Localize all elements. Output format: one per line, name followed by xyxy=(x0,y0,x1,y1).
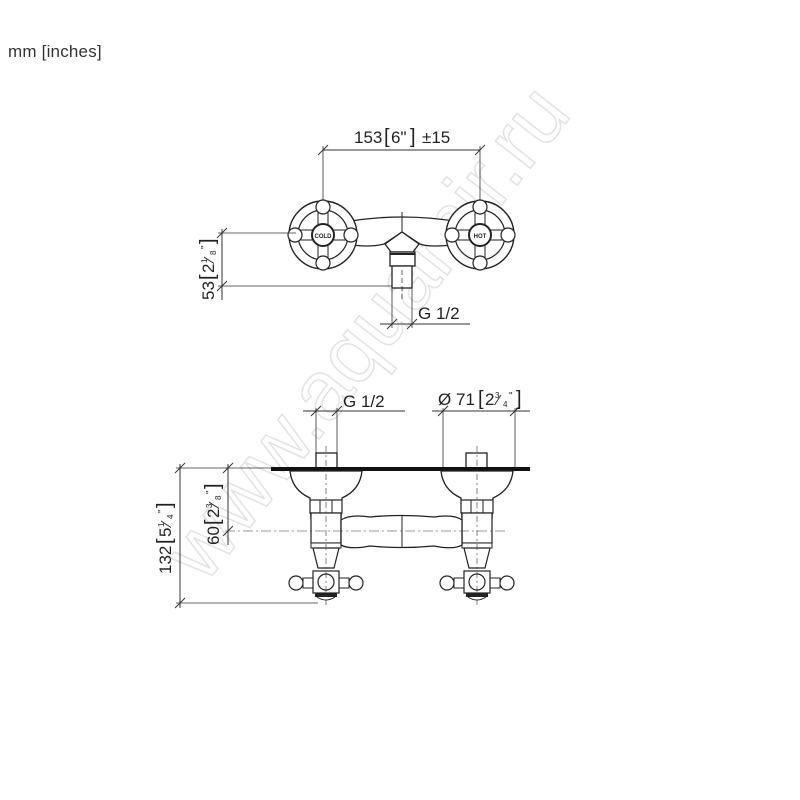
units-label: mm [inches] xyxy=(8,42,102,61)
svg-text:⁄: ⁄ xyxy=(158,520,175,529)
svg-text:⁄: ⁄ xyxy=(201,256,218,265)
svg-text:1: 1 xyxy=(200,258,209,263)
svg-text:132: 132 xyxy=(156,546,175,574)
svg-text:⁄: ⁄ xyxy=(493,392,502,409)
svg-text:": " xyxy=(509,391,513,402)
svg-text:1: 1 xyxy=(157,522,166,527)
svg-text:71: 71 xyxy=(456,390,475,409)
svg-text:]: ] xyxy=(154,502,176,508)
front-view: G 1/2 Ø 71 [ 2 3 ⁄ 4 " ] xyxy=(154,388,530,609)
svg-text:]: ] xyxy=(410,126,416,148)
svg-text:[: [ xyxy=(478,388,484,410)
svg-text:⁄: ⁄ xyxy=(206,501,223,510)
svg-text:3: 3 xyxy=(205,503,214,508)
svg-text:153: 153 xyxy=(354,128,382,147)
dimension-total-depth: 132 [ 5 1 ⁄ 4 " ] xyxy=(154,462,318,609)
svg-text:[: [ xyxy=(197,274,219,280)
svg-text:]: ] xyxy=(516,388,522,410)
svg-text:3: 3 xyxy=(495,391,500,400)
svg-text:8: 8 xyxy=(214,495,223,500)
hot-handle-top: HOT xyxy=(444,199,516,271)
svg-text:53: 53 xyxy=(199,281,218,300)
svg-text:±15: ±15 xyxy=(422,128,450,147)
svg-text:4: 4 xyxy=(166,514,175,519)
dimension-outlet-thread: G 1/2 xyxy=(380,288,470,330)
svg-text:2: 2 xyxy=(485,390,494,409)
svg-text:": " xyxy=(157,509,168,513)
dimension-center-distance: 153 [ 6" ] ±15 xyxy=(317,126,486,200)
svg-text:]: ] xyxy=(197,238,219,244)
dimension-inlet-thread: G 1/2 xyxy=(303,392,405,462)
dimension-body-height: 60 [ 2 3 ⁄ 8 " ] xyxy=(202,462,271,545)
svg-text:]: ] xyxy=(202,483,224,489)
svg-text:": " xyxy=(205,490,216,494)
svg-text:G 1/2: G 1/2 xyxy=(343,392,385,411)
svg-text:[: [ xyxy=(202,519,224,525)
svg-text:G 1/2: G 1/2 xyxy=(418,304,460,323)
svg-text:Ø: Ø xyxy=(438,390,451,409)
svg-text:[: [ xyxy=(384,126,390,148)
svg-text:6": 6" xyxy=(391,128,407,147)
svg-text:[: [ xyxy=(154,538,176,544)
cold-label: COLD xyxy=(315,234,333,240)
top-view: 153 [ 6" ] ±15 COLD xyxy=(197,126,516,330)
svg-text:2: 2 xyxy=(199,264,218,273)
svg-text:": " xyxy=(200,245,211,249)
hot-label: HOT xyxy=(474,234,487,240)
dimension-rosette-diameter: Ø 71 [ 2 3 ⁄ 4 " ] xyxy=(432,388,530,468)
svg-text:8: 8 xyxy=(209,250,218,255)
svg-text:4: 4 xyxy=(503,400,508,409)
svg-text:60: 60 xyxy=(204,526,223,545)
svg-text:5: 5 xyxy=(156,528,175,537)
cold-handle-top: COLD xyxy=(287,199,359,271)
dimension-outlet-height: 53 [ 2 1 ⁄ 8 " ] xyxy=(197,227,392,300)
svg-text:2: 2 xyxy=(204,509,223,518)
